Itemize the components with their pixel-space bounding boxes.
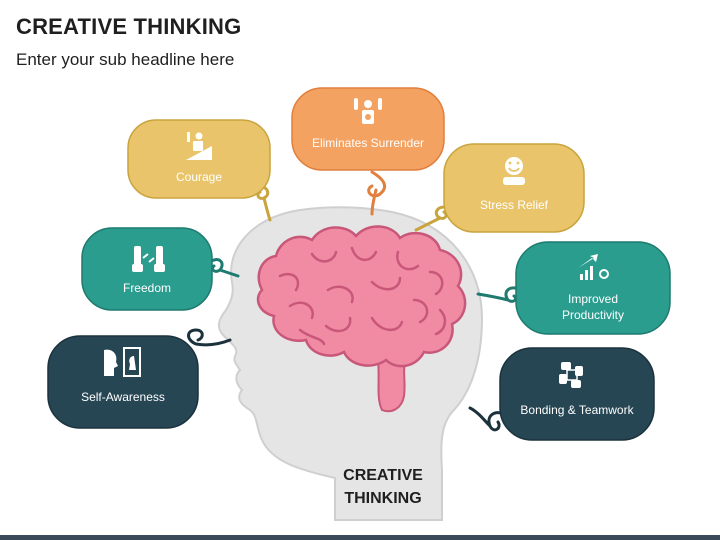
climbing-person-icon <box>186 132 212 160</box>
bubble-improved-productivity <box>476 241 671 335</box>
linked-hands-icon <box>559 362 583 388</box>
bubble-label-courage: Courage <box>175 170 223 184</box>
bottom-accent-bar <box>0 535 720 540</box>
bubble-label-freedom: Freedom <box>122 281 172 295</box>
mirror-head-icon <box>104 347 141 377</box>
brain-lobes <box>256 225 467 368</box>
bubble-label-self-awareness: Self-Awareness <box>81 390 165 404</box>
head-center-label: CREATIVE THINKING <box>343 467 423 507</box>
bubble-label-bonding-teamwork: Bonding & Teamwork <box>520 403 634 417</box>
bubble-label-stress-relief: Stress Relief <box>479 198 549 212</box>
trophy-person-icon <box>354 98 382 124</box>
bubble-label-improved-productivity: Improved Productivity <box>561 292 625 322</box>
brain-stem <box>376 359 408 413</box>
growth-chart-gears-icon <box>578 254 609 280</box>
brain-illustration <box>256 225 467 413</box>
broken-handcuffs-icon <box>132 246 165 272</box>
bubble-eliminates-surrender <box>291 87 445 216</box>
bubble-self-awareness <box>47 328 232 429</box>
page-subtitle: Enter your sub headline here <box>16 50 235 69</box>
bubble-label-eliminates-surrender: Eliminates Surrender <box>311 136 425 150</box>
smiling-face-icon <box>503 157 525 185</box>
bubble-courage <box>127 119 272 222</box>
bubble-bonding-teamwork <box>468 347 655 441</box>
bubble-freedom <box>81 227 240 311</box>
bubble-stress-relief <box>414 143 585 233</box>
page-title: CREATIVE THINKING <box>16 14 242 39</box>
